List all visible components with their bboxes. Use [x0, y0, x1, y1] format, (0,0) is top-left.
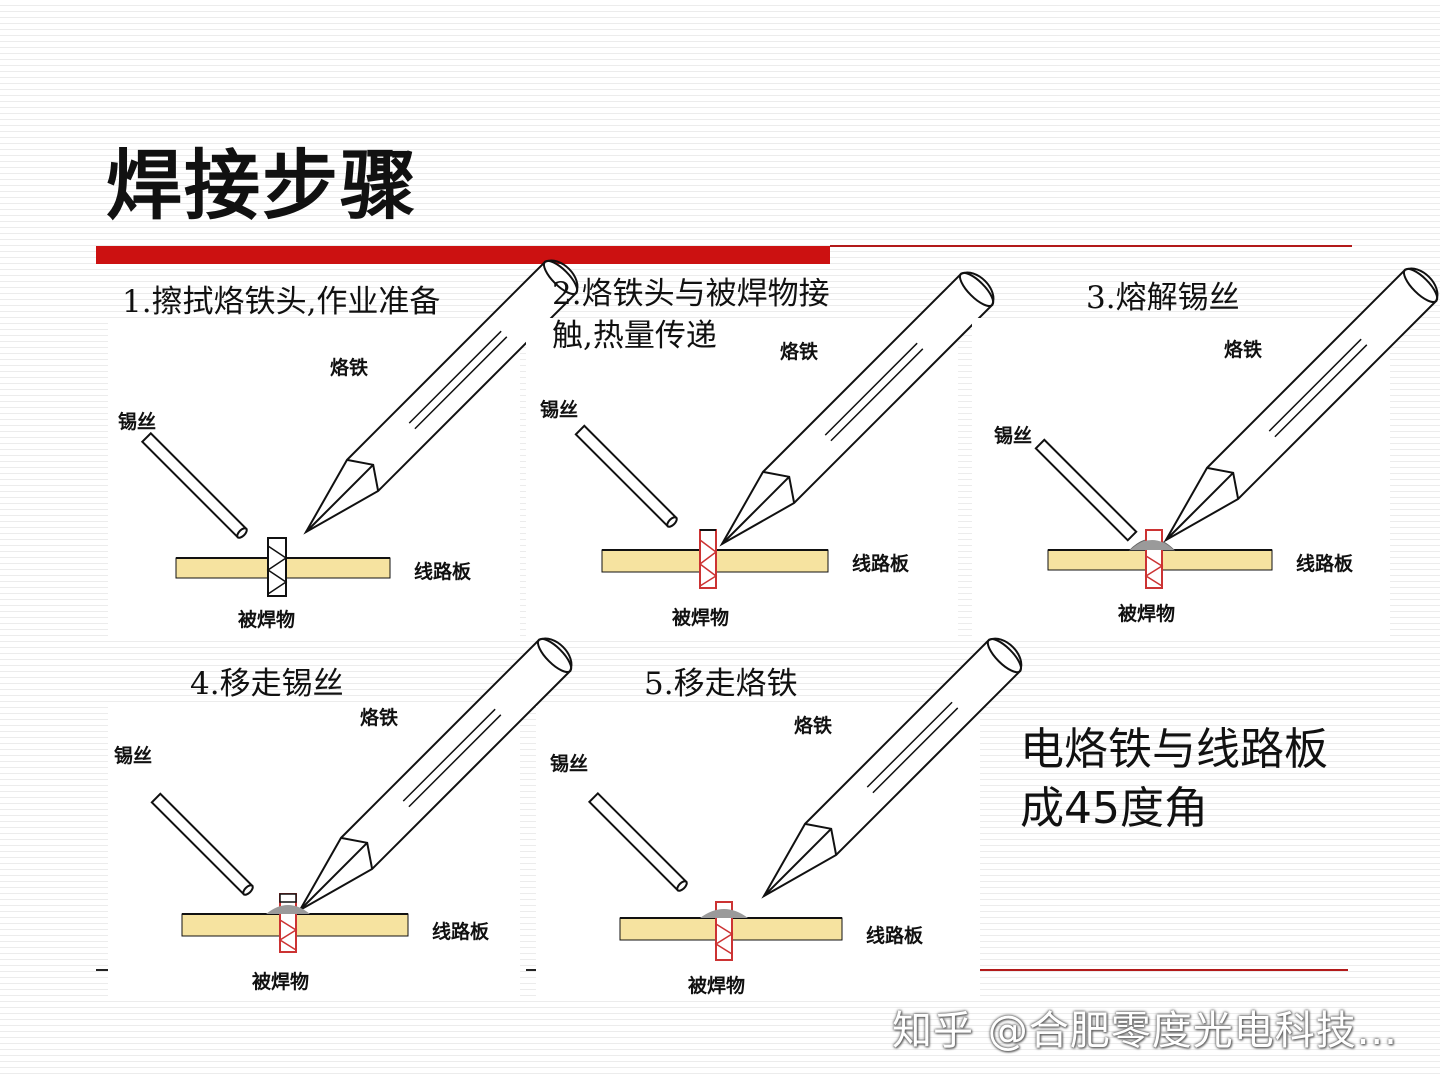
bottom-rule: [980, 969, 1348, 971]
iron-label: 烙铁: [780, 340, 818, 363]
solder-wire-label: 锡丝: [994, 424, 1032, 447]
solder-wire-icon: [140, 431, 248, 539]
workpiece-icon: [266, 893, 310, 953]
board-label: 线路板: [432, 920, 490, 943]
step-1-caption: 1.擦拭烙铁头,作业准备: [122, 282, 440, 324]
solder-wire-label: 锡丝: [118, 410, 156, 433]
angle-note: 电烙铁与线路板 成45度角: [1020, 720, 1400, 839]
bottom-rule-tick-left: [96, 969, 108, 971]
step-3-caption: 3.熔解锡丝: [1086, 278, 1240, 320]
workpiece-label: 被焊物: [238, 608, 295, 631]
iron-icon: [303, 259, 579, 535]
step-4-caption-line-1: 4.移走锡丝: [190, 666, 344, 702]
step-5-diagram: 烙铁 锡丝 线路板 被焊物: [550, 637, 1023, 997]
bottom-rule-tick-mid: [526, 969, 538, 971]
iron-label: 烙铁: [1224, 338, 1262, 361]
step-3-caption-line-1: 3.熔解锡丝: [1086, 280, 1240, 316]
step-5-caption-line-1: 5.移走烙铁: [644, 666, 798, 702]
watermark: 知乎 @合肥零度光电科技...: [892, 1008, 1398, 1054]
workpiece-label: 被焊物: [688, 974, 745, 997]
iron-label: 烙铁: [794, 714, 832, 737]
step-5-panel: 烙铁 锡丝 线路板 被焊物: [536, 637, 1023, 997]
step-2-panel: 烙铁 锡丝 线路板 被焊物: [526, 271, 995, 640]
title-underline-thin: [830, 245, 1352, 247]
solder-wire-label: 锡丝: [114, 744, 152, 767]
step-2-caption-line-2: 触,热量传递: [552, 317, 717, 354]
iron-icon: [761, 637, 1023, 899]
step-1-diagram: 烙铁 锡丝 线路板 被焊物: [118, 259, 579, 631]
solder-wire-icon: [587, 791, 688, 892]
workpiece-icon: [1130, 529, 1174, 589]
step-2-caption: 2.烙铁头与被焊物接 触,热量传递: [552, 274, 830, 358]
step-3-panel: 烙铁 锡丝 线路板 被焊物: [972, 267, 1439, 640]
step-1-caption-line-1: 1.擦拭烙铁头,作业准备: [122, 284, 441, 320]
solder-wire-icon: [574, 424, 678, 528]
step-4-diagram: 烙铁 锡丝 线路板 被焊物: [114, 637, 573, 993]
workpiece-icon: [266, 537, 288, 597]
angle-note-line-1: 电烙铁与线路板: [1020, 724, 1328, 775]
iron-icon: [297, 637, 573, 913]
workpiece-label: 被焊物: [672, 606, 729, 629]
step-3-diagram: 烙铁 锡丝 线路板 被焊物: [994, 267, 1439, 625]
step-2-caption-line-1: 2.烙铁头与被焊物接: [552, 276, 830, 312]
iron-icon: [1163, 267, 1439, 543]
iron-label: 烙铁: [330, 356, 368, 379]
board-label: 线路板: [1296, 552, 1354, 575]
board-label: 线路板: [852, 552, 910, 575]
step-1-panel: 烙铁 锡丝 线路板 被焊物: [108, 259, 579, 640]
solder-wire-icon: [1034, 438, 1138, 542]
solder-wire-icon: [150, 792, 254, 896]
board-label: 线路板: [866, 924, 924, 947]
board-label: 线路板: [414, 560, 472, 583]
solder-fillet-icon: [700, 909, 748, 918]
step-2-diagram: 烙铁 锡丝 线路板 被焊物: [540, 271, 995, 629]
solder-fillet-icon: [266, 905, 310, 914]
solder-wire-label: 锡丝: [540, 398, 578, 421]
step-4-panel: 烙铁 锡丝 线路板 被焊物: [108, 637, 573, 996]
iron-label: 烙铁: [360, 706, 398, 729]
workpiece-icon: [698, 529, 718, 589]
step-5-caption: 5.移走烙铁: [644, 664, 798, 706]
title-underline-red: [96, 246, 830, 264]
workpiece-label: 被焊物: [252, 970, 309, 993]
workpiece-icon: [700, 901, 748, 961]
iron-icon: [719, 271, 995, 547]
workpiece-label: 被焊物: [1118, 602, 1175, 625]
page-title: 焊接步骤: [106, 141, 418, 230]
angle-note-line-2: 成45度角: [1020, 783, 1208, 835]
solder-wire-label: 锡丝: [550, 752, 588, 775]
step-4-caption: 4.移走锡丝: [190, 664, 344, 706]
